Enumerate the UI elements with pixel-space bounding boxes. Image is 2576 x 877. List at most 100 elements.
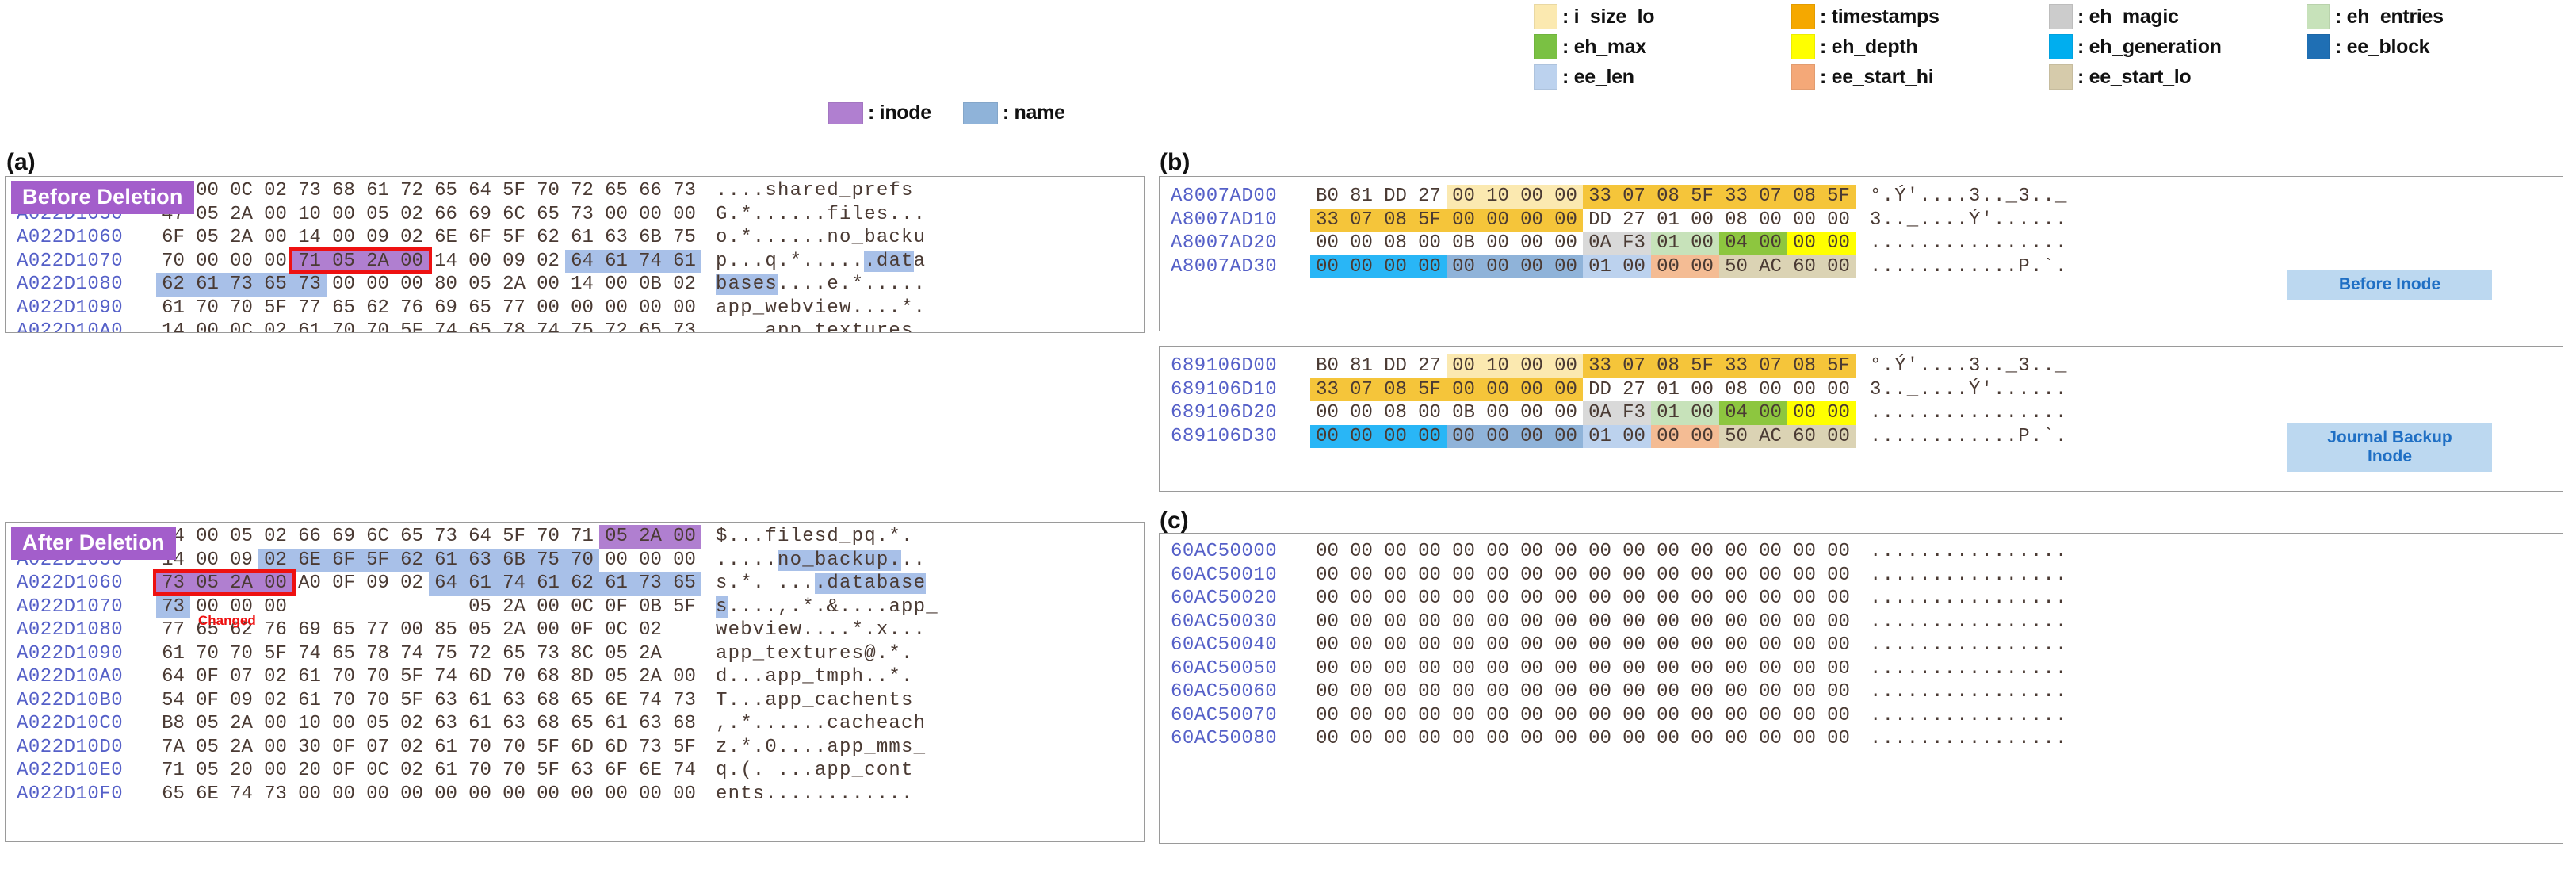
hex-byte: 0F <box>605 596 628 618</box>
hex-byte: 00 <box>1418 634 1441 656</box>
hex-byte: 00 <box>1827 588 1850 609</box>
hex-byte: 74 <box>537 320 560 333</box>
hex-byte: 5F <box>673 736 696 758</box>
legend-label: : ee_start_hi <box>1820 65 1934 88</box>
hex-byte: 0B <box>1452 402 1475 423</box>
hexdump-ascii: ............P.`. <box>1870 425 2068 447</box>
legend-label: : eh_depth <box>1820 35 1918 58</box>
hex-byte: 00 <box>1725 588 1748 609</box>
hex-byte: 2A <box>503 619 526 641</box>
hexdump-ascii: bases....e.*..... <box>716 274 927 295</box>
hex-byte: 00 <box>1827 378 1850 400</box>
hex-byte: 61 <box>429 548 463 572</box>
hex-byte: 05 <box>327 249 361 273</box>
hex-byte: 77 <box>298 297 321 319</box>
hex-byte: 00 <box>1759 541 1782 562</box>
legend-swatch-icon <box>1534 64 1557 90</box>
hex-byte: 64 <box>565 249 599 273</box>
hex-byte: 00 <box>1588 681 1611 703</box>
hexdump-address: A8007AD30 <box>1171 255 1278 278</box>
hex-byte: 00 <box>537 596 560 618</box>
hexdump-ascii: ................ <box>1870 232 2068 254</box>
hex-byte: 5F <box>400 320 423 333</box>
hex-byte: 00 <box>1617 424 1651 448</box>
hex-byte: 75 <box>531 548 565 572</box>
hex-byte: 00 <box>1549 377 1583 401</box>
hex-byte: 00 <box>1657 681 1680 703</box>
hex-byte: 00 <box>1588 728 1611 749</box>
hex-byte: 76 <box>264 619 287 641</box>
hex-byte: 00 <box>230 596 253 618</box>
hex-byte: 09 <box>366 227 389 248</box>
hex-byte: 00 <box>1447 185 1481 209</box>
hex-byte: 70 <box>468 760 491 781</box>
hex-byte: 00 <box>1827 541 1850 562</box>
hexdump-address: A8007AD10 <box>1171 209 1278 231</box>
hex-byte: 65 <box>162 783 185 805</box>
hex-byte: 05 <box>196 227 219 248</box>
hex-byte: 73 <box>633 572 667 596</box>
hex-byte: DD <box>1588 378 1611 400</box>
hex-byte: 00 <box>1486 541 1509 562</box>
hex-byte: 00 <box>1378 424 1412 448</box>
hex-byte: 00 <box>1725 611 1748 633</box>
hex-byte: 00 <box>1310 424 1344 448</box>
hexdump-ascii: ................ <box>1870 402 2068 423</box>
hex-byte: 00 <box>1486 232 1509 254</box>
hex-byte: 00 <box>1447 377 1481 401</box>
hex-byte: 61 <box>531 572 565 596</box>
hex-byte: DD <box>1384 186 1407 207</box>
hex-byte: 00 <box>264 736 287 758</box>
hexdump-ascii: app_textures@.*. <box>716 642 914 664</box>
hex-byte: 6B <box>639 227 662 248</box>
hex-byte: 30 <box>298 736 321 758</box>
hex-byte: 27 <box>1622 209 1645 231</box>
hexdump-before-deletion: A022D104014000C027368617265645F707265667… <box>5 176 1145 333</box>
hex-byte: 73 <box>434 526 457 547</box>
hex-byte: 00 <box>1691 704 1714 726</box>
hex-byte: 5F <box>1412 377 1447 401</box>
hexdump-ascii: ............P.`. <box>1870 255 2068 278</box>
hex-byte: 00 <box>264 596 287 618</box>
hex-byte: 02 <box>673 274 696 295</box>
hex-byte: 00 <box>264 250 287 272</box>
hexdump-ascii: s....,.*.&....app_ <box>716 596 938 618</box>
hex-byte: 00 <box>1486 611 1509 633</box>
hex-byte: 00 <box>1452 588 1475 609</box>
hex-byte: 00 <box>1316 564 1339 586</box>
hex-byte: 73 <box>537 642 560 664</box>
hex-byte: 74 <box>230 783 253 805</box>
hexdump-address: A022D1060 <box>17 573 124 595</box>
hex-byte: 00 <box>1418 681 1441 703</box>
hex-byte: 00 <box>1486 564 1509 586</box>
hex-byte: 00 <box>571 783 594 805</box>
hex-byte: AC <box>1753 255 1787 278</box>
hex-byte: 02 <box>400 736 423 758</box>
hexdump-address: 60AC50020 <box>1171 588 1278 610</box>
hex-byte: 07 <box>1344 208 1378 232</box>
hex-byte: 00 <box>1622 657 1645 680</box>
hex-byte: 73 <box>298 180 321 201</box>
legend-item: : ee_len <box>1534 64 1791 90</box>
hex-byte: 02 <box>264 666 287 687</box>
hex-byte: 00 <box>1821 401 1856 425</box>
hex-byte: B8 <box>162 713 185 734</box>
hex-byte: 00 <box>1827 564 1850 586</box>
hex-byte: 00 <box>1691 728 1714 749</box>
hex-byte: 70 <box>503 666 526 687</box>
hex-byte: 00 <box>639 203 662 225</box>
legend-item: : eh_generation <box>2049 34 2307 59</box>
hex-byte: 63 <box>434 713 457 734</box>
hex-byte: 00 <box>264 227 287 248</box>
hex-byte: 73 <box>156 595 190 618</box>
hex-byte: 02 <box>400 573 423 594</box>
